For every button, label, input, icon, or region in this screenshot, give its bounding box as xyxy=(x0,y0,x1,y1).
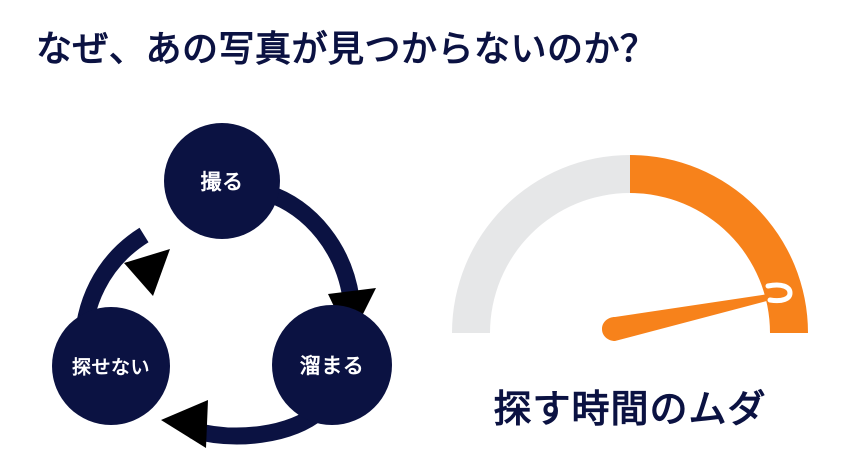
cycle-diagram-svg xyxy=(52,123,392,448)
gauge-caption: 探す時間のムダ xyxy=(493,389,767,431)
cycle-node-pileup[interactable] xyxy=(272,305,392,425)
gauge-track-arc xyxy=(452,155,630,333)
gauge-svg xyxy=(452,155,808,341)
page-title: なぜ、あの写真が見つからないのか？ xyxy=(36,28,657,69)
gauge-needle xyxy=(602,282,793,341)
cycle-node-cannot-find[interactable] xyxy=(52,307,170,425)
gauge-chart xyxy=(430,120,840,360)
gauge-value-arc xyxy=(630,155,808,333)
cycle-diagram: 撮る 溜まる 探せない xyxy=(20,108,420,453)
cycle-node-shoot[interactable] xyxy=(164,123,280,239)
